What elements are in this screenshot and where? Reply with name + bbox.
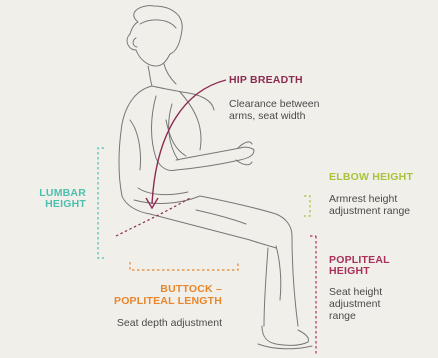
neck-line-front xyxy=(164,64,176,84)
shoulder-line xyxy=(152,86,214,110)
elbow-height-title: ELBOW HEIGHT xyxy=(329,172,413,183)
buttock-popliteal-title-line2: POPLITEAL LENGTH xyxy=(114,296,222,307)
buttock-popliteal-title-line1: BUTTOCK – xyxy=(160,284,222,295)
popliteal-height-desc-line2: adjustment xyxy=(329,299,380,311)
waist-line xyxy=(134,196,200,203)
thigh-fold xyxy=(196,210,246,224)
elbow-height-desc-line2: adjustment range xyxy=(329,206,410,218)
popliteal-height-desc-line1: Seat height xyxy=(329,287,382,299)
head-outline xyxy=(127,6,182,66)
elbow-height-bracket xyxy=(304,196,310,216)
shin-back xyxy=(264,248,268,326)
foot xyxy=(262,326,309,345)
popliteal-height-title-line2: HEIGHT xyxy=(329,266,370,277)
hip-breadth-arrow xyxy=(152,80,226,204)
thigh-top xyxy=(200,196,292,236)
chest-line xyxy=(180,92,201,150)
shirt-fold-3 xyxy=(138,188,188,195)
hip-breadth-title: HIP BREADTH xyxy=(229,75,303,86)
neck-line xyxy=(148,66,152,86)
buttock-popliteal-desc: Seat depth adjustment xyxy=(117,318,222,330)
forearm-top xyxy=(176,147,254,160)
hair-line xyxy=(140,20,176,28)
hip-breadth-desc-line2: arms, seat width xyxy=(229,111,305,123)
lumbar-height-bracket xyxy=(98,148,104,258)
lumbar-height-title-line2: HEIGHT xyxy=(45,199,86,210)
popliteal-height-desc-line3: range xyxy=(329,311,356,323)
back-outline xyxy=(119,86,152,214)
hip-breadth-desc-line1: Clearance between xyxy=(229,99,319,111)
shin-front xyxy=(292,236,298,326)
knee-fold xyxy=(276,246,281,300)
upper-arm xyxy=(152,96,177,171)
upper-arm-inner xyxy=(169,104,178,160)
ear xyxy=(133,38,137,47)
thigh-bottom xyxy=(150,214,276,248)
buttock-popliteal-bracket xyxy=(130,262,238,270)
shirt-fold-1 xyxy=(130,120,141,170)
elbow-height-desc-line1: Armrest height xyxy=(329,194,397,206)
